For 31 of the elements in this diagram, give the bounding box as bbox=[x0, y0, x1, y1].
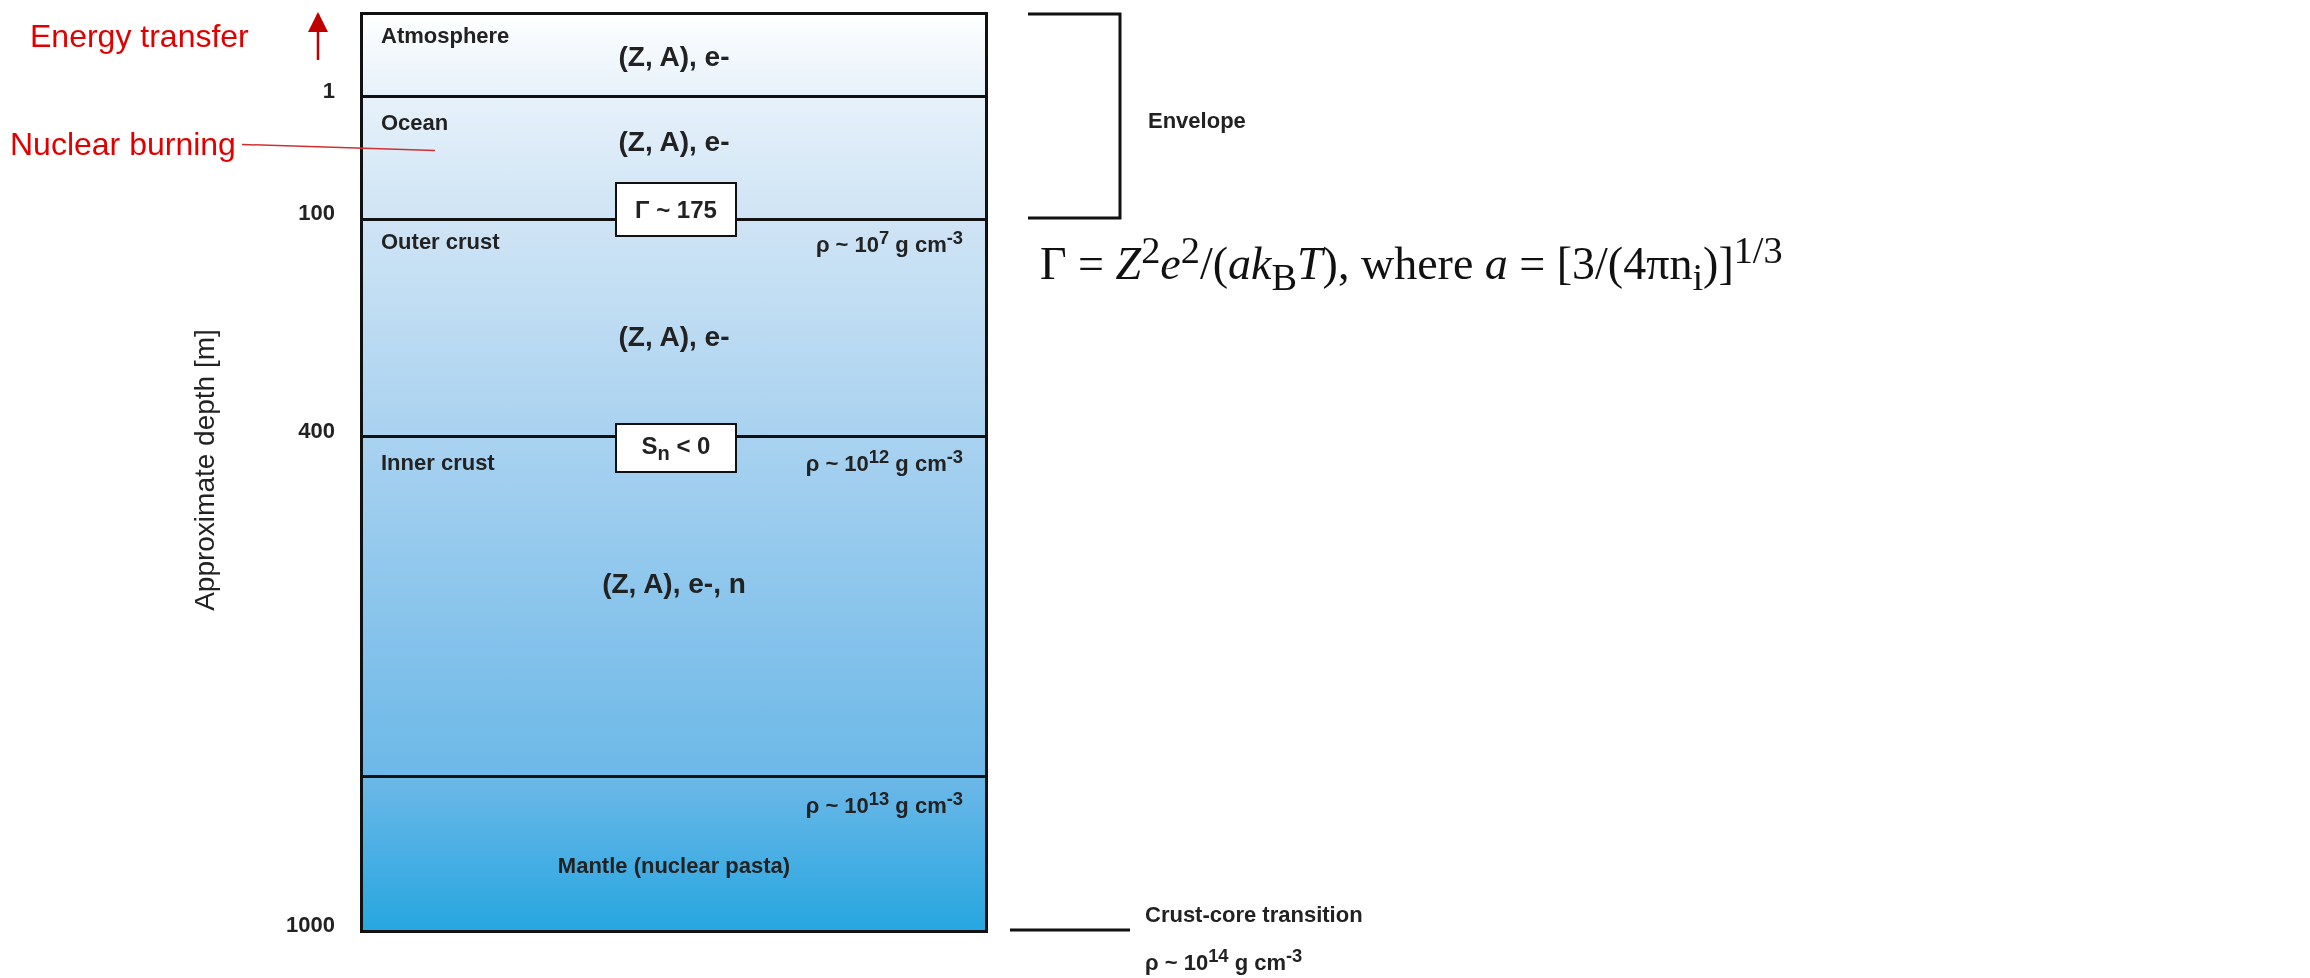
depth-tick-label: 100 bbox=[298, 200, 335, 226]
density-text: ρ ~ 10$^{7}$ g cm$^{-3}$ bbox=[815, 227, 963, 259]
bracket-label: Envelope bbox=[1148, 108, 1246, 134]
transition-label: Crust-core transition bbox=[1145, 902, 1363, 928]
axis-title: Approximate depth [m] bbox=[189, 329, 221, 611]
outer-crust-layer bbox=[360, 218, 988, 438]
composition-text: (Z, A), e-, n bbox=[602, 568, 746, 600]
mantle-layer bbox=[360, 775, 988, 933]
annotation-text: Energy transfer bbox=[30, 18, 249, 55]
composition-text: (Z, A), e- bbox=[618, 321, 730, 353]
density-text: ρ ~ 10$^{12}$ g cm$^{-3}$ bbox=[805, 446, 963, 478]
layer-name: Ocean bbox=[381, 110, 449, 136]
inner-crust-layer bbox=[360, 435, 988, 778]
formula-text: Γ = Z$^{2}$e$^{2}$/(ak$_{B}$T), where a = [3/(4πn$_{i}$)]$^{1/3}$ bbox=[1040, 228, 1783, 299]
layer-name: Mantle (nuclear pasta) bbox=[557, 853, 791, 879]
ocean-layer bbox=[360, 95, 988, 221]
annotation-text: Nuclear burning bbox=[10, 126, 236, 163]
density-text: ρ ~ 10$^{14}$ g cm$^{-3}$ bbox=[1145, 945, 1303, 977]
composition-text: (Z, A), e- bbox=[618, 126, 730, 158]
density-text: ρ ~ 10$^{13}$ g cm$^{-3}$ bbox=[805, 788, 963, 820]
composition-text: (Z, A), e- bbox=[618, 41, 730, 73]
depth-tick-label: 1000 bbox=[286, 912, 335, 938]
depth-tick-label: 1 bbox=[322, 78, 335, 104]
layer-name: Outer crust bbox=[381, 229, 500, 255]
layer-name: Inner crust bbox=[381, 450, 495, 476]
threshold-box: S$_{n}$ < 0 bbox=[615, 423, 737, 473]
threshold-box: Γ ~ 175 bbox=[615, 182, 737, 237]
layer-name: Atmosphere bbox=[381, 23, 510, 49]
leader-line bbox=[241, 143, 436, 152]
depth-tick-label: 400 bbox=[298, 418, 335, 444]
atmosphere-layer bbox=[360, 12, 988, 98]
